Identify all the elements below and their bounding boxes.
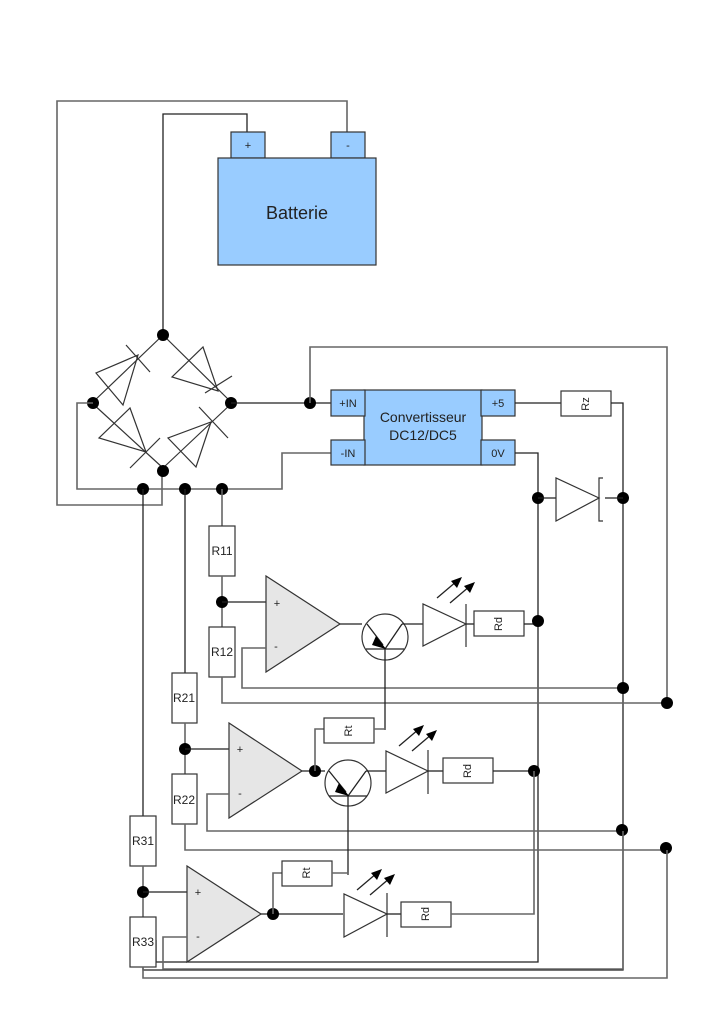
wire-battery-minus-loop	[56, 100, 348, 506]
resistor-r11-label: R11	[211, 544, 232, 558]
resistor-rd	[473, 610, 525, 637]
resistor-rz	[560, 390, 612, 417]
resistor-rt-label: Rt	[343, 726, 355, 737]
junction-dot	[157, 329, 169, 341]
resistor-r12-label: R12	[211, 645, 233, 659]
resistor-rd-label: Rd	[462, 764, 474, 778]
resistor-r11	[208, 525, 236, 577]
junction-dot	[660, 842, 672, 854]
resistor-r33-label: R33	[132, 935, 154, 949]
junction-dot	[616, 824, 628, 836]
resistor-rd-label: Rd	[420, 907, 432, 921]
resistor-r21-label: R21	[173, 691, 195, 705]
stage-2: R21 R22 + - Rt Rd	[171, 672, 672, 875]
opamp-plus-label: +	[274, 598, 280, 610]
resistor-r22	[171, 773, 198, 825]
resistor-r33	[129, 916, 157, 968]
diode-icon	[166, 421, 212, 469]
pin-in-minus	[330, 439, 366, 466]
resistor-r12	[208, 626, 236, 678]
stage-3: R31 R33 + - Rt Rd	[129, 771, 668, 979]
opamp-minus-label: -	[274, 641, 278, 653]
opamp-plus-label: +	[195, 887, 201, 899]
converter: +IN -IN +5 0V Convertisseur DC12/DC5	[330, 389, 516, 466]
resistor-r21	[171, 672, 198, 724]
pin-out-plus	[480, 389, 516, 417]
opamp-plus-label: +	[237, 744, 243, 756]
led-icon	[422, 603, 468, 647]
resistor-rd	[442, 757, 494, 784]
zener-diode-icon	[555, 477, 601, 523]
junction-dot	[532, 615, 544, 627]
battery-terminal-plus	[230, 131, 266, 159]
led-icon	[385, 750, 430, 794]
battery-label: Batterie	[266, 203, 328, 223]
wire-top-right-loop	[309, 346, 668, 703]
junction-dot	[157, 465, 169, 477]
pin-in-plus-label: +IN	[339, 398, 356, 410]
wire-bridge-left	[76, 402, 331, 490]
resistor-rz-label: Rz	[580, 397, 592, 410]
opamp-minus-label: -	[196, 931, 200, 943]
converter-label-line1: Convertisseur	[380, 409, 467, 425]
resistor-rd-label: Rd	[493, 617, 505, 631]
led-icon	[343, 893, 389, 939]
resistor-rt-label: Rt	[301, 868, 313, 879]
pin-in-minus-label: -IN	[341, 448, 356, 460]
bridge-rectifier	[87, 329, 237, 477]
resistor-rt	[323, 717, 375, 744]
resistor-r31-label: R31	[132, 834, 154, 848]
opamp	[228, 721, 304, 820]
pin-out-plus-label: +5	[492, 398, 505, 410]
junction-dot	[661, 697, 673, 709]
battery: + - Batterie	[217, 131, 377, 266]
opamp	[186, 864, 263, 964]
diode-icon	[170, 345, 219, 392]
resistor-r22-label: R22	[173, 793, 195, 807]
pin-out-zero	[480, 439, 516, 466]
stage-1: R11 R12 + - Rd	[208, 525, 673, 730]
resistor-r31	[129, 815, 157, 867]
battery-body	[217, 157, 377, 266]
wire-battery-plus-to-bridge	[162, 113, 248, 335]
battery-terminal-minus	[330, 131, 366, 159]
battery-minus-label: -	[346, 140, 350, 152]
battery-plus-label: +	[245, 140, 251, 152]
diode-icon	[95, 353, 139, 407]
resistor-rt	[281, 860, 333, 887]
converter-body	[363, 389, 483, 466]
converter-label-line2: DC12/DC5	[389, 427, 457, 443]
opamp-minus-label: -	[238, 788, 242, 800]
pin-out-zero-label: 0V	[491, 448, 505, 460]
opamp	[265, 574, 342, 674]
pin-in-plus	[330, 389, 366, 417]
junction-dot	[617, 682, 629, 694]
